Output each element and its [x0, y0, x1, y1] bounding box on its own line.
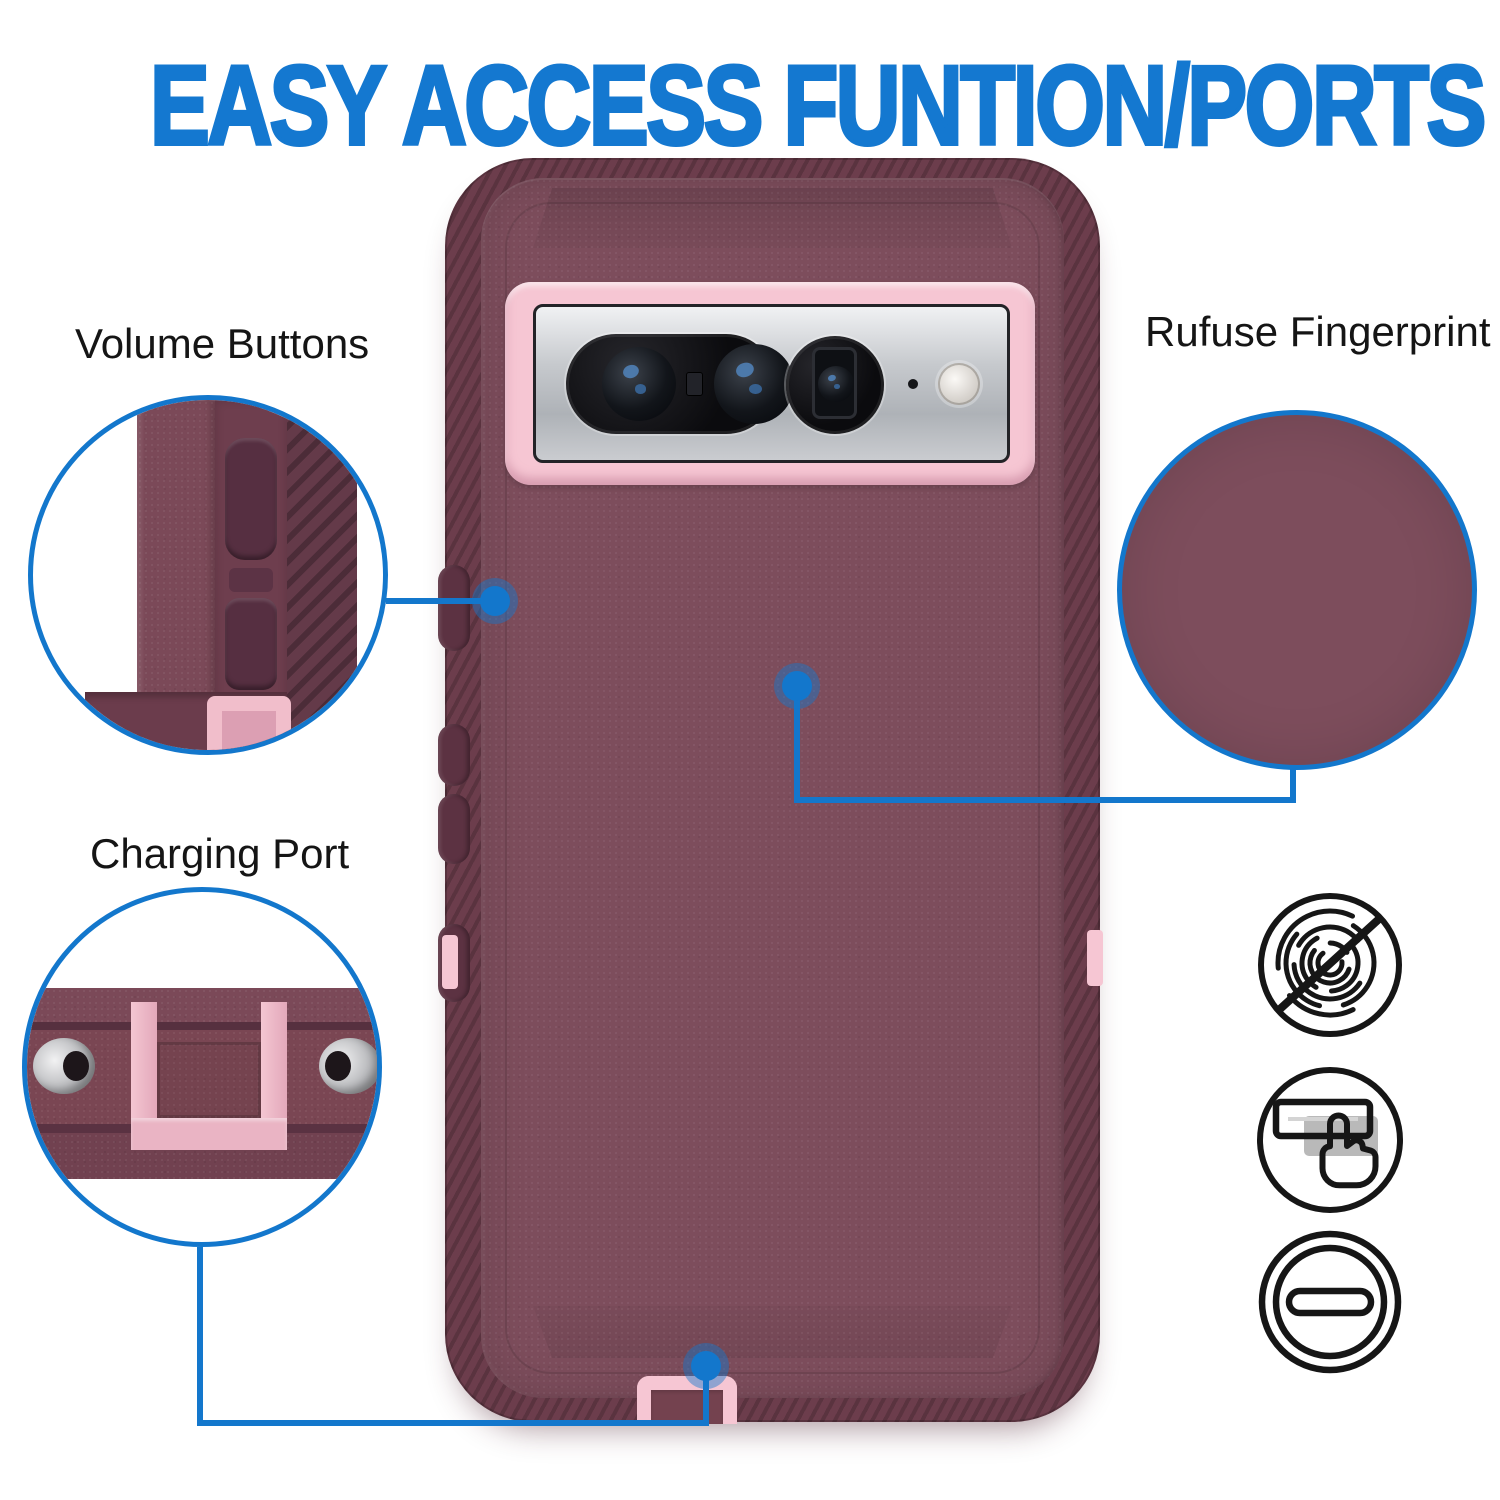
camera-pod-left: [566, 334, 794, 434]
left-pink-notch: [442, 935, 458, 989]
camera-bar: [533, 304, 1010, 463]
charging-port-flap: [637, 1376, 737, 1424]
ultrawide-lens: [714, 344, 794, 424]
case-top-recess-panel: [533, 188, 1012, 248]
camera-sensor-window: [686, 372, 703, 396]
page-title: EASY ACCESS FUNTION/PORTS: [148, 43, 1488, 168]
recessed-button-icon: [1258, 1230, 1402, 1374]
press-button-icon: [1257, 1067, 1403, 1213]
zoom-power-button: [225, 438, 277, 560]
no-fingerprint-icon: [1258, 893, 1402, 1037]
camera-flash: [938, 363, 980, 405]
volume-buttons-label: Volume Buttons: [75, 320, 370, 367]
port-cover-inner-seam: [157, 1042, 261, 1118]
fingerprint-surface-callout-circle: [1117, 410, 1477, 770]
telephoto-lens: [818, 366, 854, 402]
charging-port-callout-circle: [22, 887, 382, 1247]
case-bottom-upper-strip: [27, 988, 377, 1022]
right-pink-notch: [1087, 930, 1103, 986]
zoom-volume-button: [225, 598, 277, 690]
camera-bar-frame: [505, 282, 1035, 485]
power-button-cover: [438, 565, 470, 651]
phone-case-back: [438, 158, 1103, 1424]
wide-lens: [602, 347, 676, 421]
zoom-button-separator: [229, 568, 273, 592]
left-screw: [33, 1038, 95, 1094]
volume-up-button-cover: [438, 724, 470, 786]
case-bottom-recess-panel: [533, 1306, 1012, 1358]
case-side-textured-edge: [287, 400, 357, 750]
refuse-fingerprint-label: Rufuse Fingerprint: [1145, 308, 1491, 355]
volume-down-button-cover: [438, 794, 470, 864]
telephoto-periscope: [812, 347, 857, 419]
zoom-sim-port: [207, 696, 291, 750]
volume-buttons-callout-circle: [28, 395, 388, 755]
port-cover-bottom-bar: [131, 1118, 287, 1150]
mic-hole: [908, 379, 918, 389]
charging-port-label: Charging Port: [90, 830, 350, 877]
right-screw: [319, 1038, 377, 1094]
case-side-back-column: [137, 400, 215, 750]
camera-pod-right: [786, 336, 884, 434]
case-bottom-seam: [27, 1022, 377, 1030]
